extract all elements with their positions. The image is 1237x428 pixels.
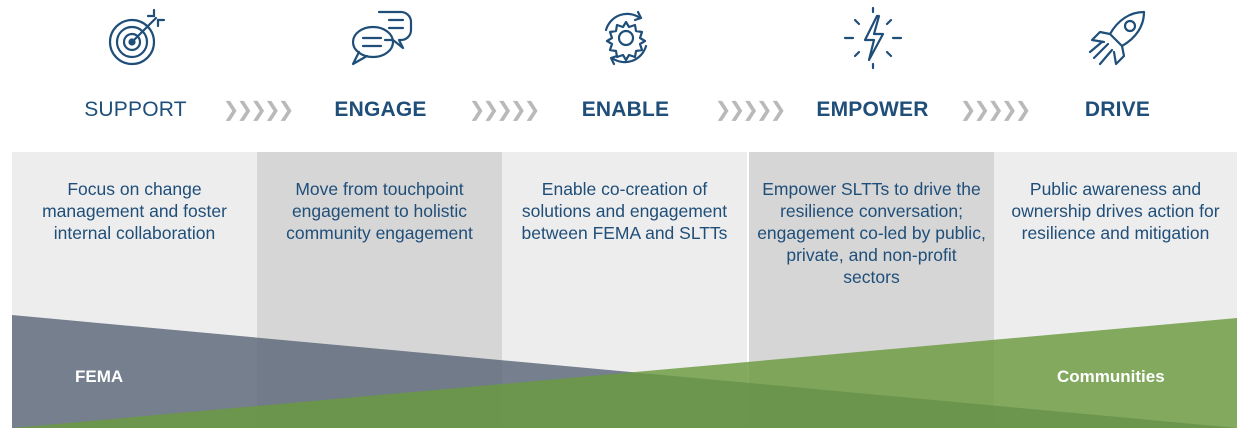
stage-title: EMPOWER: [816, 98, 929, 121]
stage-title: DRIVE: [1084, 98, 1151, 121]
gear-cycle-icon: [502, 6, 749, 70]
chat-bubbles-icon: [257, 6, 504, 70]
stage-title: ENABLE: [581, 98, 670, 121]
stage-description: Empower SLTTs to drive the resilience co…: [757, 179, 986, 287]
stage-description: Move from touchpoint engagement to holis…: [286, 179, 473, 243]
stage-header-engage: ENGAGE: [257, 0, 504, 140]
stage-panel-enable: Enable co-creation of solutions and enga…: [502, 152, 747, 428]
rocket-icon: [994, 6, 1237, 70]
stage-header-support: SUPPORT: [12, 0, 259, 140]
stage-separator: ❯❯❯❯❯: [959, 97, 1032, 121]
stage-panel-engage: Move from touchpoint engagement to holis…: [257, 152, 502, 428]
stage-title: SUPPORT: [84, 98, 187, 121]
stage-header-enable: ENABLE: [502, 0, 749, 140]
stage-title: ENGAGE: [334, 98, 427, 121]
stage-panel-support: Focus on change management and foster in…: [12, 152, 257, 428]
stage-description: Enable co-creation of solutions and enga…: [521, 179, 728, 243]
stage-separator: ❯❯❯❯❯: [222, 97, 295, 121]
stage-separator: ❯❯❯❯❯: [714, 97, 787, 121]
stage-description: Public awareness and ownership drives ac…: [1011, 179, 1220, 243]
fema-label: FEMA: [75, 367, 124, 386]
target-arrow-icon: [12, 6, 259, 70]
stage-header-drive: DRIVE: [994, 0, 1237, 140]
stage-header-empower: EMPOWER: [749, 0, 996, 140]
communities-label: Communities: [1057, 367, 1165, 386]
stage-separator: ❯❯❯❯❯: [468, 97, 541, 121]
lightning-bolt-icon: [749, 6, 996, 70]
stage-panel-empower: Empower SLTTs to drive the resilience co…: [749, 152, 994, 428]
stage-description: Focus on change management and foster in…: [42, 179, 227, 243]
